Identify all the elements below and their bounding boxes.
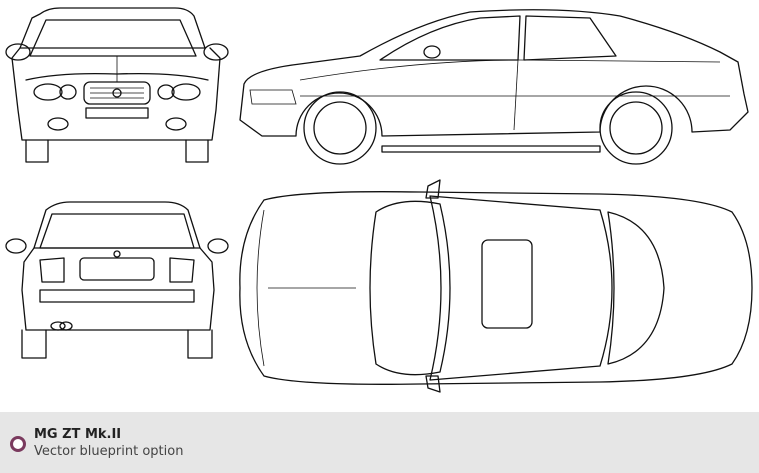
car-blueprint-drawing [5, 7, 753, 393]
ring-bullet-icon [10, 436, 26, 452]
front-view [5, 7, 229, 163]
side-view [239, 9, 749, 165]
rear-view [5, 201, 229, 359]
top-view [239, 179, 753, 393]
caption-subtitle: Vector blueprint option [34, 444, 184, 459]
caption-bar [0, 412, 759, 473]
caption-title: MG ZT Mk.II [34, 427, 122, 442]
